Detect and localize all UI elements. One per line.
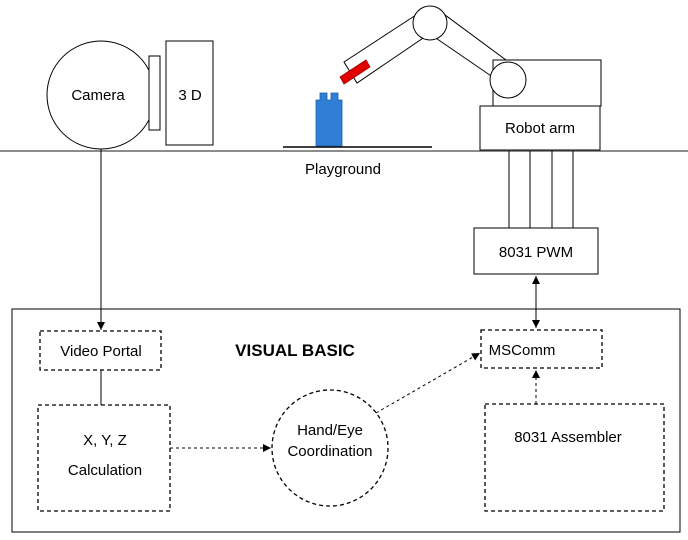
sensor-3d-box — [165, 40, 214, 146]
visual-basic-title: VISUAL BASIC — [235, 341, 355, 360]
gripper — [339, 59, 371, 85]
xyz-label: X, Y, Z — [83, 432, 127, 449]
calculation-label: Calculation — [68, 462, 142, 479]
control-cables — [508, 151, 574, 228]
camera-label: Camera — [71, 87, 125, 104]
assembler-box — [484, 403, 665, 512]
mscomm-box — [480, 329, 603, 369]
robot-arm-base — [479, 105, 601, 151]
sensor-3d-label: 3 D — [178, 87, 202, 104]
visual-basic-container — [11, 308, 681, 533]
robot-arm-linkage — [343, 5, 602, 107]
assembler-label: 8031 Assembler — [514, 429, 622, 446]
pwm-label: 8031 PWM — [499, 244, 573, 261]
xyz-calculation-box — [37, 404, 171, 512]
video-portal-label: Video Portal — [60, 343, 141, 360]
playground-label: Playground — [305, 161, 381, 178]
robot-arm-label: Robot arm — [505, 120, 575, 137]
camera-lens — [148, 55, 161, 131]
handeye-to-mscomm-arrow — [375, 352, 481, 414]
hand-eye-circle — [271, 389, 389, 507]
pwm-box — [473, 227, 599, 275]
blue-block — [315, 92, 343, 147]
hand-eye-label: Hand/Eye — [297, 422, 363, 439]
coordination-label: Coordination — [287, 443, 372, 460]
mscomm-label: MSComm — [489, 342, 556, 359]
